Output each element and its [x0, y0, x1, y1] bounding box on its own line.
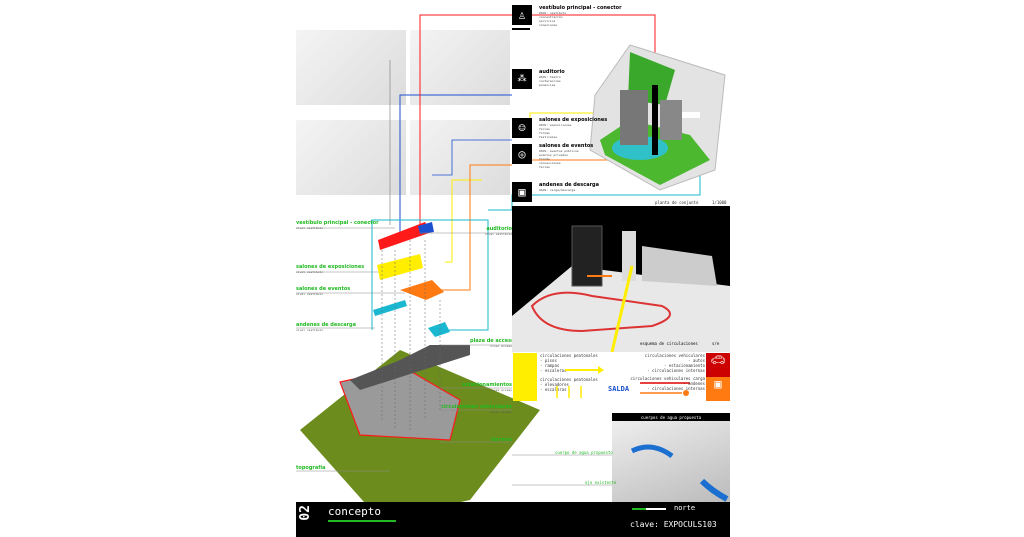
program-sub: USOS: vestíbulo concentración servicios … — [539, 11, 567, 27]
circulation-render — [512, 206, 730, 352]
sheet-title: concepto — [328, 505, 381, 518]
scale-bar — [632, 508, 646, 510]
bus-icon: ▣ — [512, 182, 532, 202]
program-title: auditorio — [539, 69, 565, 75]
render-exposiciones — [296, 120, 406, 195]
label-andenes: andenes de descarga — [296, 322, 356, 328]
label-estacionamientos: estacionamientos — [462, 382, 512, 388]
site-plan — [589, 44, 726, 191]
render-eventos — [410, 120, 510, 195]
circulation-caption: esquema de circulaciones — [640, 341, 698, 346]
program-title: andenes de descarga — [539, 182, 599, 188]
label-sub: nivel vestíbulo — [296, 292, 324, 296]
person-icon: ♙ — [512, 5, 532, 25]
render-vestibulo — [296, 30, 406, 105]
label-eventos: salones de eventos — [296, 286, 351, 292]
program-title: salones de eventos — [539, 143, 594, 149]
plan-scale: 1/1000 — [712, 200, 727, 205]
speaking-head-icon: ☺ — [512, 118, 532, 138]
legend-item: - escaleras — [540, 387, 567, 392]
water-header: cuerpos de agua propuesta — [612, 413, 730, 421]
legend-item: - autos — [688, 358, 705, 363]
legend-veh2-title: circulaciones vehiculares carga — [630, 376, 705, 381]
brand-logo: SALDA — [608, 385, 630, 393]
label-vestibulo: vestíbulo principal - conector — [296, 220, 379, 226]
label-sub: nivel acceso — [490, 388, 512, 392]
sheet-number: 02 — [298, 505, 313, 521]
title-underline — [328, 520, 396, 522]
legend-item: - estacionamiento — [664, 363, 705, 368]
legend-item: - pisos — [540, 358, 557, 363]
water-label-2: ojo existente — [585, 480, 617, 485]
program-sub: USOS: carga/descarga — [539, 188, 576, 192]
label-sub: nivel acceso — [490, 410, 512, 414]
label-sub: nivel vestíbulo — [296, 270, 324, 274]
legend-item: - circulaciones internas — [647, 368, 705, 373]
program-title: vestíbulo principal - conector — [539, 5, 622, 11]
legend-item: - escaleras — [540, 368, 567, 373]
legend-item: - circulaciones internas — [647, 386, 705, 391]
label-sub: nivel vestíbulo — [296, 226, 324, 230]
legend-item: - rampas — [540, 363, 560, 368]
label-circulaciones: circulaciones vehiculares — [441, 404, 512, 410]
label-terreno: terreno — [490, 437, 512, 443]
program-sub: USOS: exposiciones ferias forums festiva… — [539, 123, 572, 139]
program-sub: USOS: eventos públicos eventos privados … — [539, 149, 579, 169]
project-key: clave: EXPOCULS103 — [630, 520, 717, 529]
truck-icon: ▣ — [706, 377, 730, 401]
circulation-scale: s/e — [712, 341, 720, 346]
label-auditorio: auditorio — [486, 226, 512, 232]
legend-item: - andenes — [683, 381, 705, 386]
label-sub: nivel acceso — [490, 344, 512, 348]
plan-caption: planta de conjunto — [655, 200, 699, 205]
footer: 02 concepto norte clave: EXPOCULS103 — [296, 502, 730, 537]
scale-bar-2 — [646, 508, 666, 510]
legend-ped1-title: circulaciones peatonales — [540, 353, 598, 358]
legend-ped2-title: circulaciones peatonales — [540, 377, 598, 382]
label-exposiciones: salones de exposiciones — [296, 264, 365, 270]
car-icon: 🚗︎ — [706, 353, 730, 377]
legend-veh1-title: circulaciones vehiculares — [644, 353, 705, 358]
divider — [512, 28, 530, 30]
plate-icon: ◎ — [512, 144, 532, 164]
render-auditorio — [410, 30, 510, 105]
audience-icon: ⁂ — [512, 69, 532, 89]
water-render — [612, 421, 730, 502]
north-label: norte — [674, 504, 696, 512]
label-plaza: plaza de acceso — [470, 338, 515, 344]
program-title: salones de exposiciones — [539, 117, 608, 123]
label-sub: nivel vestíbulo — [296, 328, 324, 332]
pedestrian-icon — [513, 353, 537, 401]
water-caption: cuerpos de agua propuesta — [640, 415, 702, 420]
program-sub: USOS: teatro conferencias ponencias — [539, 75, 561, 87]
label-sub: nivel vestíbulo — [484, 232, 512, 236]
water-label-1: cuerpo de agua propuesto — [555, 450, 613, 455]
label-topografia: topografía — [296, 465, 326, 471]
legend-item: - elevadores — [540, 382, 569, 387]
legend-arrows — [556, 366, 690, 398]
